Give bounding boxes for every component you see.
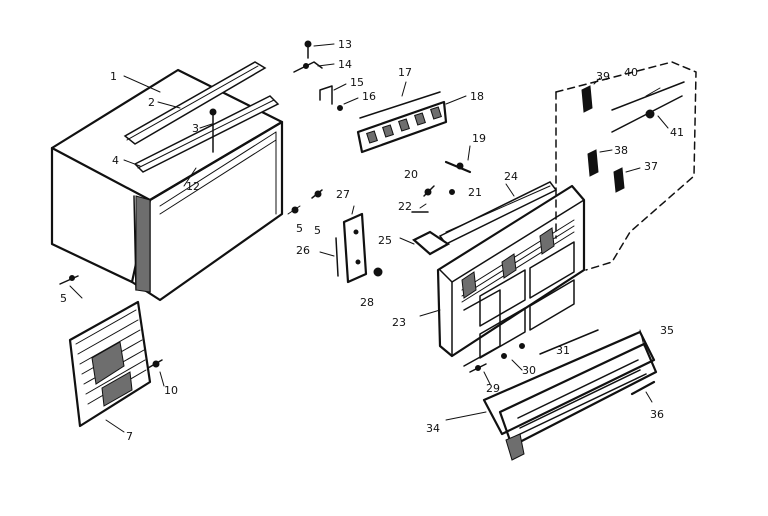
callout-15: 15 xyxy=(350,76,364,89)
callout-20: 20 xyxy=(404,168,418,181)
screw-part-5-small xyxy=(287,205,301,215)
callout-labels: 1234555710121314151617181920212223242526… xyxy=(60,38,684,443)
bracket-part-18 xyxy=(356,95,467,154)
knob-part-20 xyxy=(423,185,435,197)
dashed-group-outline xyxy=(555,61,697,271)
screw-part-29 xyxy=(469,363,491,385)
callout-5: 5 xyxy=(296,222,303,235)
screw-part-21 xyxy=(449,189,455,195)
callout-22: 22 xyxy=(398,200,412,213)
knob-part-19 xyxy=(444,145,472,174)
screw-part-3 xyxy=(209,108,217,153)
callout-12: 12 xyxy=(186,180,200,193)
screw-part-10 xyxy=(147,359,165,387)
callout-34: 34 xyxy=(426,422,440,435)
callout-23: 23 xyxy=(392,316,406,329)
cabinet-part xyxy=(50,68,284,302)
callout-10: 10 xyxy=(164,384,178,397)
callout-31: 31 xyxy=(556,344,570,357)
screw-part-5-left xyxy=(59,275,83,299)
callout-4: 4 xyxy=(112,154,119,167)
callout-18: 18 xyxy=(470,90,484,103)
callout-25: 25 xyxy=(378,234,392,247)
callout-13: 13 xyxy=(338,38,352,51)
callout-27: 27 xyxy=(336,188,350,201)
callout-28: 28 xyxy=(360,296,374,309)
callout-17: 17 xyxy=(398,66,412,79)
rod-part-41 xyxy=(611,95,683,133)
callout-38: 38 xyxy=(614,144,628,157)
callout-19: 19 xyxy=(472,132,486,145)
pad-part-25 xyxy=(399,230,451,256)
bracket-part-15 xyxy=(319,83,347,105)
callout-37: 37 xyxy=(644,160,658,173)
callout-2: 2 xyxy=(148,96,155,109)
front-cover-part xyxy=(68,300,152,433)
callout-29: 29 xyxy=(486,382,500,395)
callout-24: 24 xyxy=(504,170,518,183)
front-grille-part xyxy=(419,184,586,367)
callout-36: 36 xyxy=(650,408,664,421)
callout-39: 39 xyxy=(596,70,610,83)
part-37 xyxy=(613,167,641,193)
callout-30: 30 xyxy=(522,364,536,377)
screw-part-13 xyxy=(304,40,335,59)
callout-21: 21 xyxy=(468,186,482,199)
callout-40: 40 xyxy=(624,66,638,79)
bracket-part-27 xyxy=(342,205,368,284)
part-38 xyxy=(587,149,613,177)
callout-5: 5 xyxy=(60,292,67,305)
screw-part-16 xyxy=(337,97,359,111)
rail-part-2 xyxy=(123,61,267,145)
strip-part-26 xyxy=(319,237,339,277)
callout-3: 3 xyxy=(192,122,199,135)
screw-part-30 xyxy=(501,343,525,371)
rod-part-17 xyxy=(359,81,441,119)
rail-part-4 xyxy=(133,95,280,173)
callout-16: 16 xyxy=(362,90,376,103)
screw-part-5-center xyxy=(311,189,323,199)
part-39 xyxy=(581,77,601,113)
callout-7: 7 xyxy=(126,430,133,443)
clip-part-14 xyxy=(293,61,335,73)
nut-part-28 xyxy=(373,267,383,277)
filter-rail-part-24 xyxy=(438,181,558,245)
rod-part-40 xyxy=(611,81,685,111)
lower-panel-part xyxy=(445,329,658,461)
clip-part-36 xyxy=(630,380,656,403)
callout-35: 35 xyxy=(660,324,674,337)
callout-14: 14 xyxy=(338,58,352,71)
clip-part-22 xyxy=(411,203,429,213)
rod-part-31 xyxy=(539,329,599,355)
callout-1: 1 xyxy=(110,70,117,83)
callout-41: 41 xyxy=(670,126,684,139)
callout-5: 5 xyxy=(314,224,321,237)
callout-26: 26 xyxy=(296,244,310,257)
